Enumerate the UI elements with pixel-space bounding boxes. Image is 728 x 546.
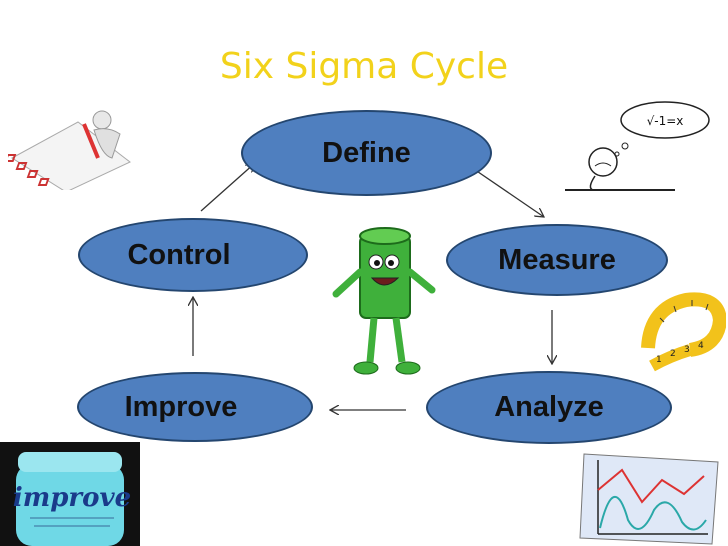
jar-brand-label: improve	[13, 483, 131, 513]
arrow-control-to-define	[200, 163, 255, 212]
tape-number-1: 1	[656, 355, 662, 365]
graph-paper-clipart	[579, 453, 719, 545]
node-improve-label: Improve	[124, 390, 238, 423]
dollar-mascot-clipart	[332, 227, 436, 375]
node-measure: Measure	[446, 224, 668, 296]
node-improve: Improve	[77, 372, 313, 442]
node-analyze-label: Analyze	[494, 391, 604, 423]
node-analyze: Analyze	[426, 371, 672, 444]
node-control-label: Control	[127, 238, 231, 271]
checklist-clipart	[8, 110, 131, 190]
tape-number-3: 3	[684, 345, 690, 355]
tape-measure-clipart: 1 2 3 4	[641, 292, 726, 372]
thought-formula: √-1=x	[647, 114, 684, 128]
node-measure-label: Measure	[498, 243, 616, 276]
tape-number-4: 4	[698, 341, 704, 351]
node-define-label: Define	[322, 136, 411, 169]
tape-number-2: 2	[670, 349, 676, 359]
node-define: Define	[241, 110, 492, 196]
page-title: Six Sigma Cycle	[219, 46, 509, 87]
improve-jar-clipart: improve	[0, 442, 140, 546]
thinking-figure-clipart: √-1=x	[565, 101, 710, 191]
node-control: Control	[78, 218, 308, 292]
